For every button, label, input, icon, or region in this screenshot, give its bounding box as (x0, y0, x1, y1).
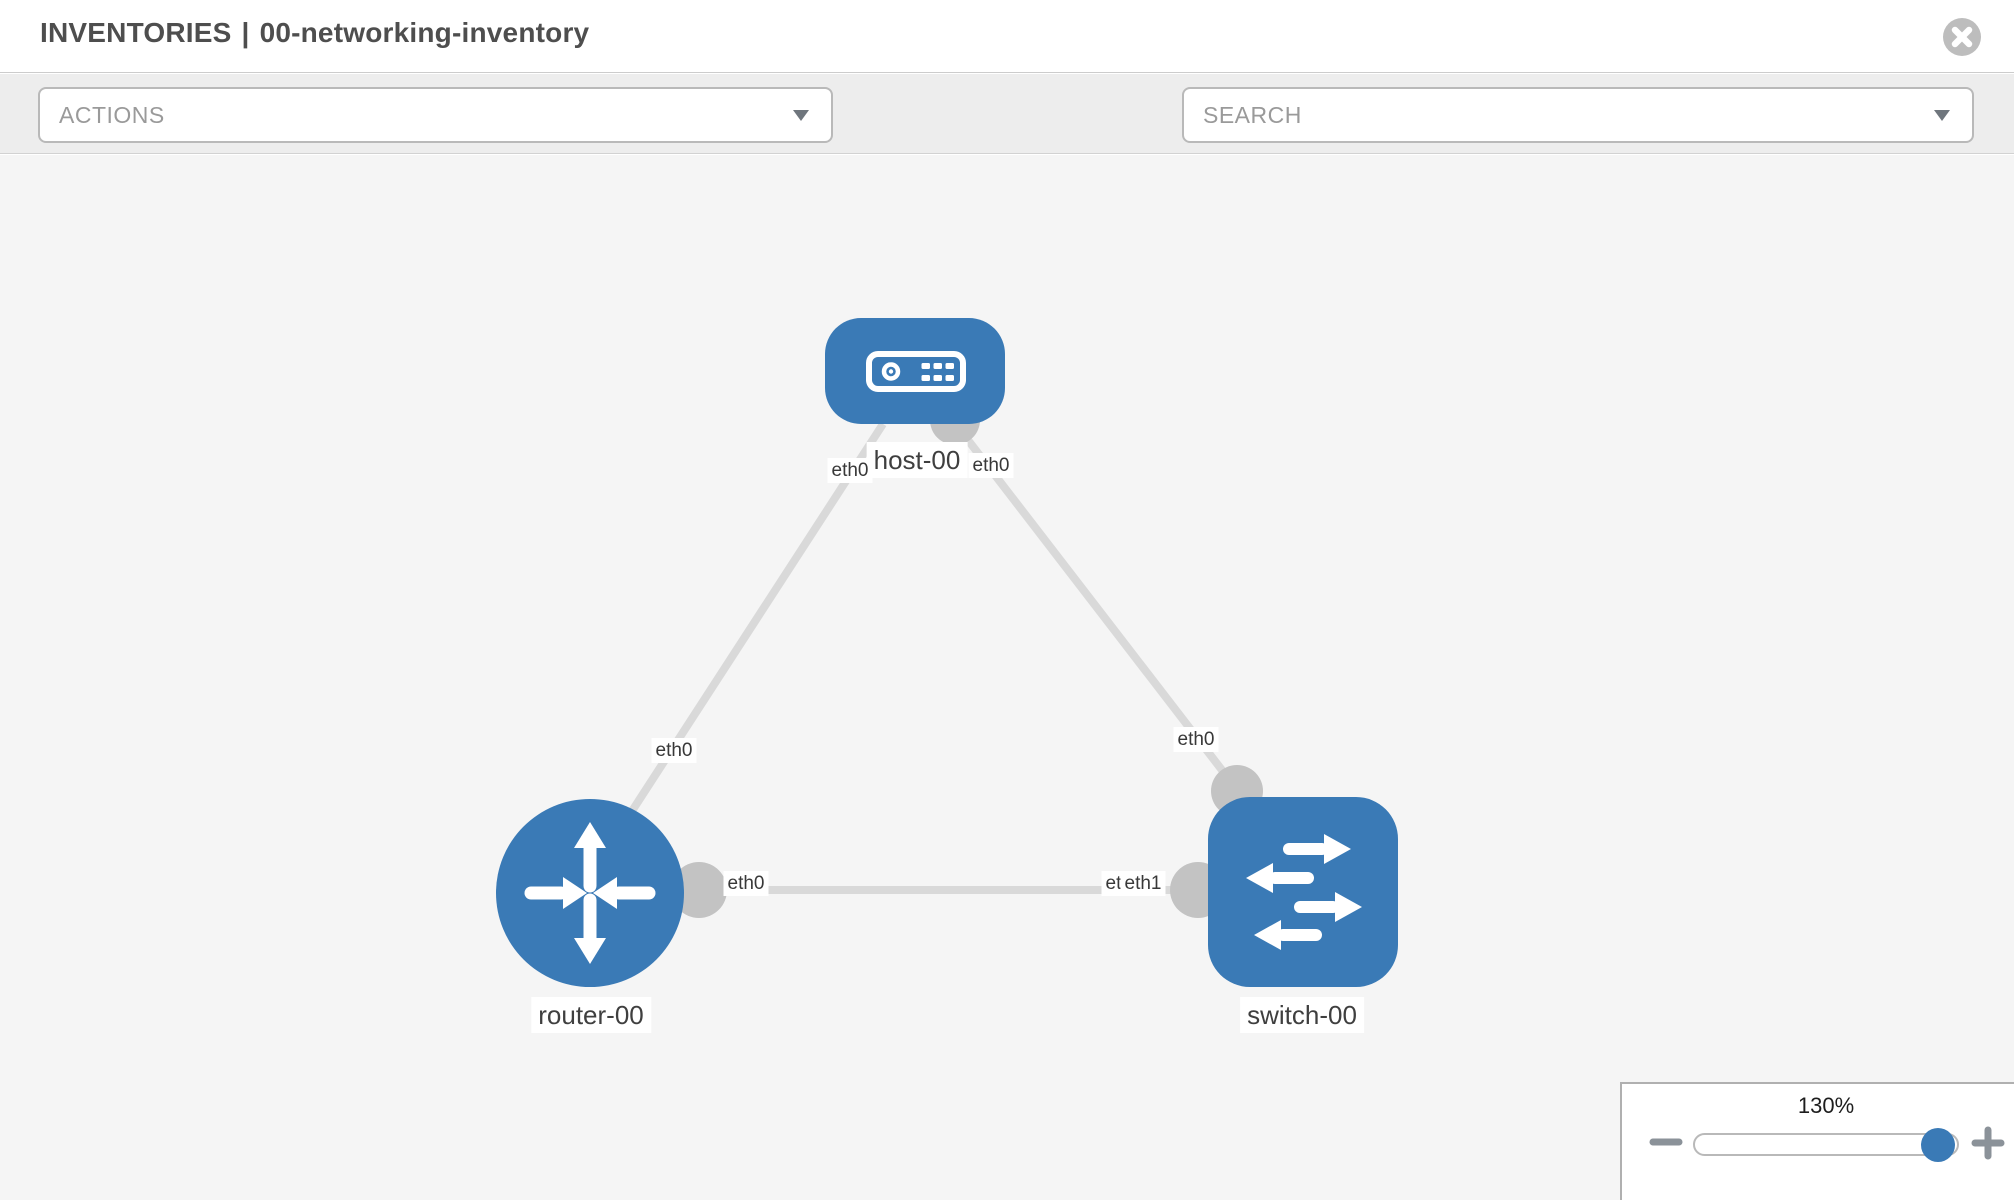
node-host[interactable] (825, 318, 1005, 424)
actions-dropdown[interactable]: ACTIONS (38, 87, 833, 143)
toolbar: ACTIONS SEARCH (0, 74, 2014, 214)
router-icon (524, 822, 656, 964)
title-separator: | (241, 17, 250, 48)
topology-canvas[interactable]: host-00 router-00 switch-00 eth0 eth0 et… (0, 155, 2014, 1200)
header: INVENTORIES | 00-networking-inventory (0, 0, 2014, 73)
search-dropdown[interactable]: SEARCH (1182, 87, 1974, 143)
close-icon (1943, 18, 1981, 56)
eth-label-bottom-left: eth0 (723, 871, 769, 896)
zoom-panel: 130% (1620, 1082, 2014, 1200)
page-title: INVENTORIES | 00-networking-inventory (40, 17, 589, 49)
switch-icon (1246, 834, 1362, 950)
zoom-slider-thumb[interactable] (1921, 1128, 1955, 1162)
interface-dot-router (671, 862, 727, 918)
link-host-router[interactable] (604, 421, 887, 851)
chevron-down-icon (793, 110, 809, 121)
close-button[interactable] (1943, 18, 1981, 56)
minus-icon (1649, 1138, 1683, 1146)
title-inventory-name: 00-networking-inventory (259, 17, 590, 48)
node-label-switch: switch-00 (1240, 997, 1364, 1033)
actions-dropdown-label: ACTIONS (59, 101, 165, 128)
node-router[interactable] (496, 799, 684, 987)
zoom-out-button[interactable] (1649, 1125, 1683, 1159)
node-label-host: host-00 (866, 442, 968, 478)
zoom-slider[interactable] (1693, 1128, 1959, 1162)
eth-label-router-link: eth0 (651, 738, 697, 763)
plus-icon (1971, 1126, 2005, 1160)
eth-label-switch-link: eth0 (1173, 727, 1219, 752)
title-section: INVENTORIES (40, 17, 232, 48)
topology-svg (496, 318, 1398, 987)
host-icon (866, 351, 966, 392)
node-switch[interactable] (1208, 797, 1398, 987)
chevron-down-icon (1934, 110, 1950, 121)
zoom-in-button[interactable] (1971, 1126, 2005, 1160)
eth-label-bottom-right-over: eth1 (1120, 871, 1166, 896)
search-dropdown-label: SEARCH (1203, 101, 1302, 128)
zoom-level: 130% (1797, 1093, 1855, 1118)
eth-label-host-right: eth0 (968, 453, 1014, 478)
eth-label-host-left: eth0 (827, 458, 873, 483)
node-label-router: router-00 (531, 997, 651, 1033)
